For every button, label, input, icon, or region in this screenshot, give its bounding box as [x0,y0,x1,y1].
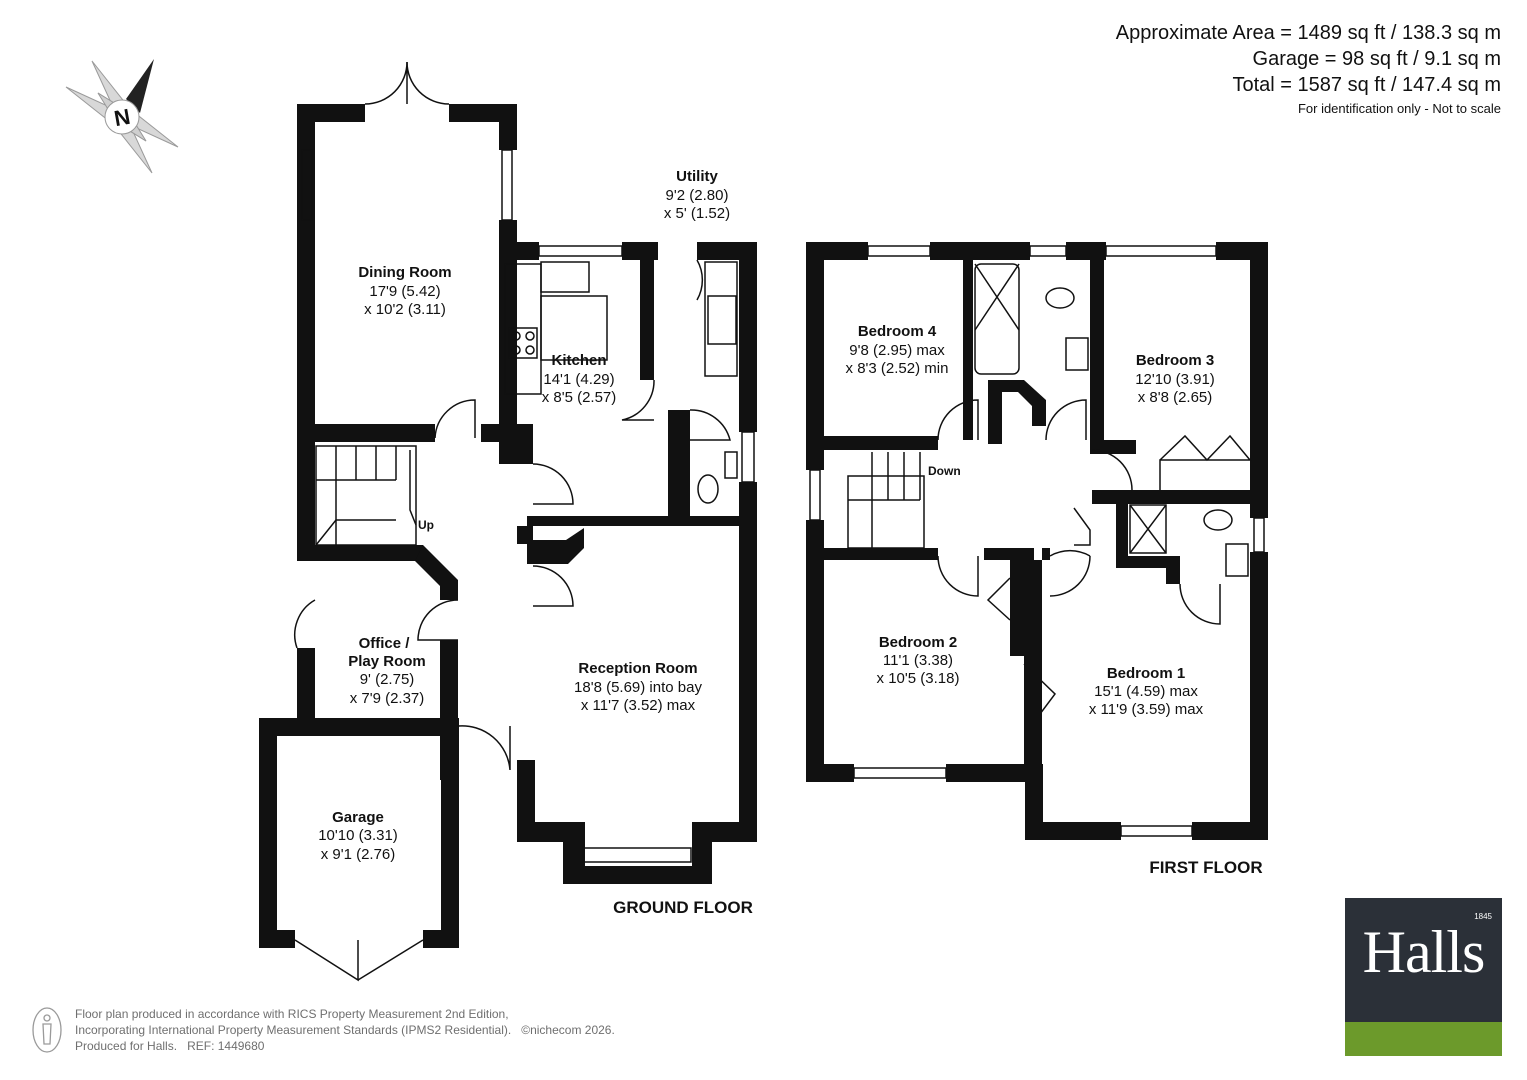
room-dim-bed2-2: x 10'5 (3.18) [877,670,960,687]
room-dim-utility-1: 9'2 (2.80) [666,187,729,204]
person-scale-icon [32,1007,62,1053]
room-dim-bed1-1: 15'1 (4.59) max [1094,683,1198,700]
room-dim-office-2: x 7'9 (2.37) [350,690,425,707]
stairs-down-label: Down [928,464,961,478]
approximate-area: Approximate Area = 1489 sq ft / 138.3 sq… [1115,22,1501,44]
stairs-up-label: Up [418,518,434,532]
ground-floor-walls [259,104,757,948]
room-dim-dining-1: 17'9 (5.42) [369,283,440,300]
room-dim-kitchen-1: 14'1 (4.29) [543,371,614,388]
ground-floor-fixtures [294,61,755,982]
garage-area: Garage = 98 sq ft / 9.1 sq m [1252,48,1501,70]
room-dim-reception-2: x 11'7 (3.52) max [581,697,696,714]
footer-credits: Floor plan produced in accordance with R… [75,1006,615,1054]
halls-logo: 1845 Halls [1345,898,1502,1056]
room-name-bed3: Bedroom 3 [1136,352,1214,369]
room-dim-garage-2: x 9'1 (2.76) [321,846,396,863]
footer-line-2-wrap: Incorporating International Property Mea… [75,1022,615,1038]
logo-year: 1845 [1474,912,1492,921]
room-dim-reception-1: 18'8 (5.69) into bay [574,679,702,696]
room-name-bed1: Bedroom 1 [1107,665,1185,682]
room-dim-bed4-1: 9'8 (2.95) max [849,342,945,359]
footer-line-2: Incorporating International Property Mea… [75,1023,512,1037]
room-name-dining: Dining Room [358,264,451,281]
first-floor-fixtures [809,245,1265,837]
room-name-garage: Garage [332,809,384,826]
room-name-office: Office / [359,635,411,652]
footer-line-1: Floor plan produced in accordance with R… [75,1007,509,1021]
room-name-utility: Utility [676,168,718,185]
room-dim-kitchen-2: x 8'5 (2.57) [542,389,617,406]
room-name-bed2: Bedroom 2 [879,634,957,651]
first-floor-labels: Bedroom 4 9'8 (2.95) max x 8'3 (2.52) mi… [846,323,1263,877]
room-dim-bed1-2: x 11'9 (3.59) max [1089,701,1204,718]
room-dim-bed3-1: 12'10 (3.91) [1135,371,1215,388]
area-summary: Approximate Area = 1489 sq ft / 138.3 sq… [1116,20,1501,120]
first-floor-walls [806,242,1268,840]
compass-icon: N [65,59,179,174]
room-name-office-2: Play Room [348,653,426,670]
ground-floor-labels: Dining Room 17'9 (5.42) x 10'2 (3.11) Ut… [318,168,753,917]
logo-brand: Halls [1362,919,1486,985]
room-dim-bed4-2: x 8'3 (2.52) min [846,360,949,377]
total-area: Total = 1587 sq ft / 147.4 sq m [1232,74,1502,96]
room-name-kitchen: Kitchen [551,352,606,369]
room-dim-garage-1: 10'10 (3.31) [318,827,398,844]
footer-copyright: ©nichecom 2026. [521,1023,615,1037]
room-dim-bed3-2: x 8'8 (2.65) [1138,389,1213,406]
room-name-bed4: Bedroom 4 [858,323,937,340]
room-dim-bed2-1: 11'1 (3.38) [883,652,953,669]
room-dim-dining-2: x 10'2 (3.11) [364,301,446,318]
logo-green-bar [1345,1022,1502,1056]
compass-label: N [112,104,132,131]
scale-note: For identification only - Not to scale [1297,101,1501,116]
room-name-reception: Reception Room [578,660,697,677]
room-dim-office-1: 9' (2.75) [360,671,415,688]
first-floor-title: FIRST FLOOR [1149,858,1262,877]
footer-line-3-wrap: Produced for Halls. REF: 1449680 [75,1038,615,1054]
footer-ref: REF: 1449680 [187,1039,265,1053]
footer-line-3: Produced for Halls. [75,1039,178,1053]
ground-floor-title: GROUND FLOOR [613,898,753,917]
room-dim-utility-2: x 5' (1.52) [664,205,730,222]
